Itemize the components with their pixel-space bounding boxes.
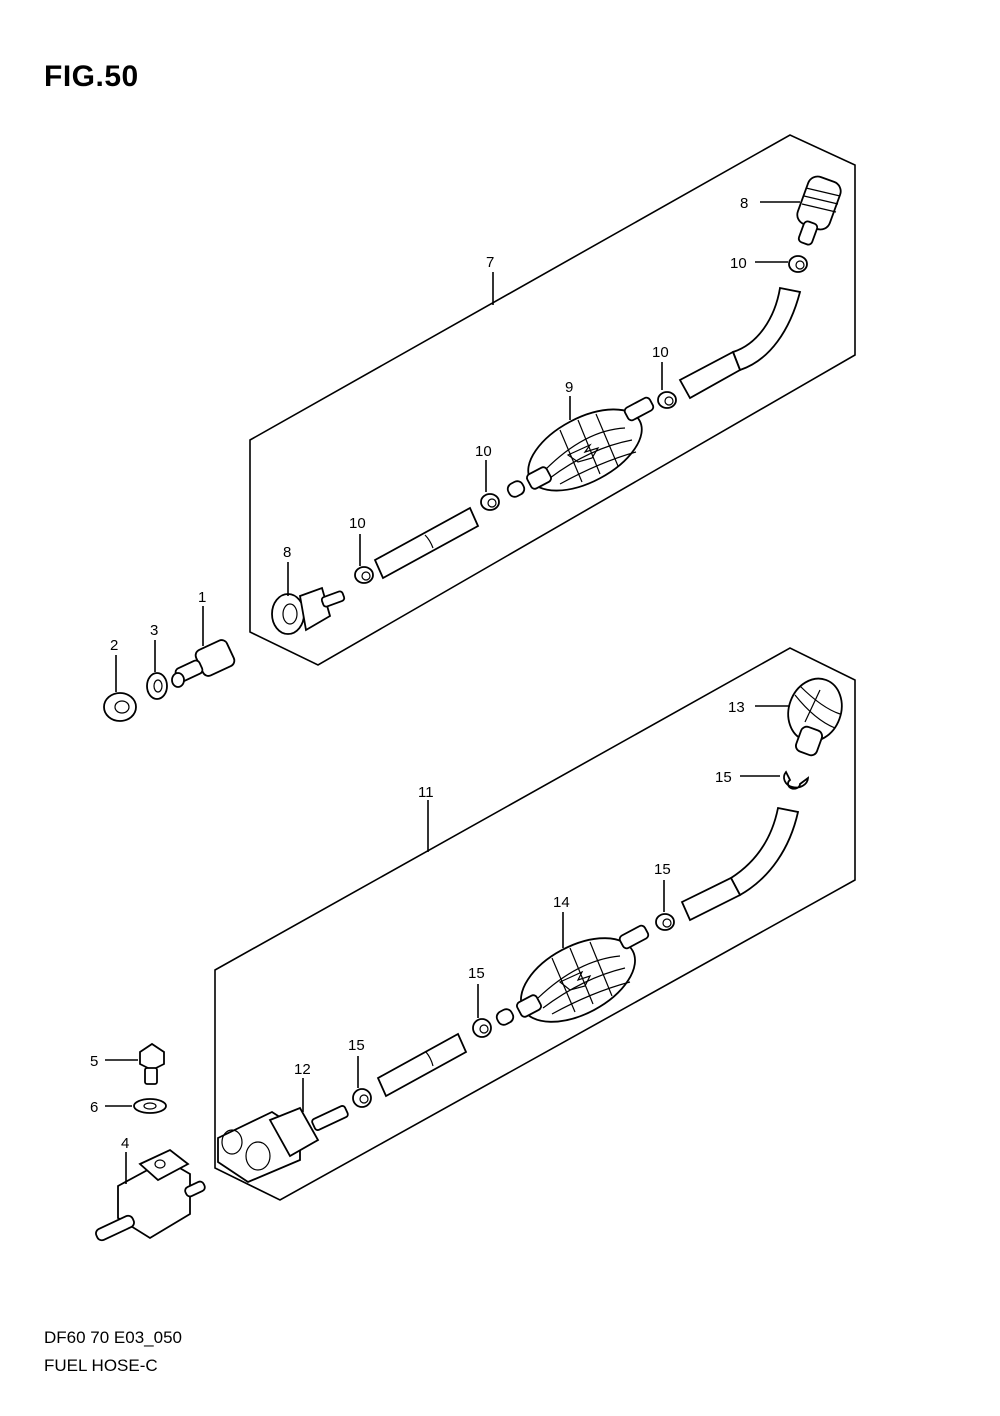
part-2-nut bbox=[103, 692, 137, 722]
kit-box-11 bbox=[214, 647, 856, 1201]
label-13: 13 bbox=[728, 699, 745, 716]
label-5: 5 bbox=[90, 1053, 98, 1070]
label-3: 3 bbox=[150, 622, 158, 639]
part-10-clip-left bbox=[354, 566, 374, 584]
part-14-primer-bulb bbox=[495, 924, 650, 1026]
hose-straight-top-kit bbox=[373, 506, 480, 580]
figure-title: FIG.50 bbox=[44, 60, 139, 93]
part-10-clip-top bbox=[788, 255, 808, 273]
label-15-left: 15 bbox=[348, 1037, 365, 1054]
label-10-mid-right: 10 bbox=[652, 344, 669, 361]
part-3-washer bbox=[146, 672, 168, 700]
label-14: 14 bbox=[553, 894, 570, 911]
kit-box-7 bbox=[249, 134, 856, 666]
part-5-bolt bbox=[139, 1042, 165, 1085]
hose-curve-top bbox=[731, 286, 802, 372]
part-9-primer-bulb bbox=[506, 396, 655, 498]
part-13-connector bbox=[787, 677, 843, 757]
label-4: 4 bbox=[121, 1135, 129, 1152]
part-12-connector bbox=[217, 1105, 349, 1184]
part-15-clip-top bbox=[783, 770, 810, 790]
label-15-mid-right: 15 bbox=[654, 861, 671, 878]
hose-curve-bottom bbox=[729, 806, 800, 897]
label-8-bottom: 8 bbox=[283, 544, 291, 561]
part-10-clip-mid-right bbox=[657, 391, 677, 409]
label-11: 11 bbox=[418, 784, 434, 801]
part-4-fuel-joint bbox=[95, 1148, 206, 1242]
diagram-code: DF60 70 E03_050 bbox=[44, 1328, 182, 1347]
label-10-left: 10 bbox=[349, 515, 366, 532]
part-15-clip-left bbox=[352, 1088, 372, 1108]
part-1-fitting bbox=[171, 639, 236, 688]
diagram-name: FUEL HOSE-C bbox=[44, 1356, 158, 1375]
label-7: 7 bbox=[486, 254, 494, 271]
part-15-clip-mid-right bbox=[655, 913, 675, 931]
part-8-connector-top bbox=[796, 175, 842, 246]
label-15-center: 15 bbox=[468, 965, 485, 982]
label-6: 6 bbox=[90, 1099, 98, 1116]
label-1: 1 bbox=[198, 589, 206, 606]
label-2: 2 bbox=[110, 637, 118, 654]
label-15-top: 15 bbox=[715, 769, 732, 786]
part-6-washer bbox=[133, 1098, 167, 1114]
part-8-connector-bottom bbox=[271, 586, 346, 635]
part-10-clip-center bbox=[480, 493, 500, 511]
label-10-center: 10 bbox=[475, 443, 492, 460]
label-9: 9 bbox=[565, 379, 573, 396]
label-12: 12 bbox=[294, 1061, 311, 1078]
part-15-clip-center bbox=[472, 1018, 492, 1038]
hose-straight-bottom-kit bbox=[376, 1032, 468, 1098]
label-8-top: 8 bbox=[740, 195, 748, 212]
label-10-top: 10 bbox=[730, 255, 747, 272]
